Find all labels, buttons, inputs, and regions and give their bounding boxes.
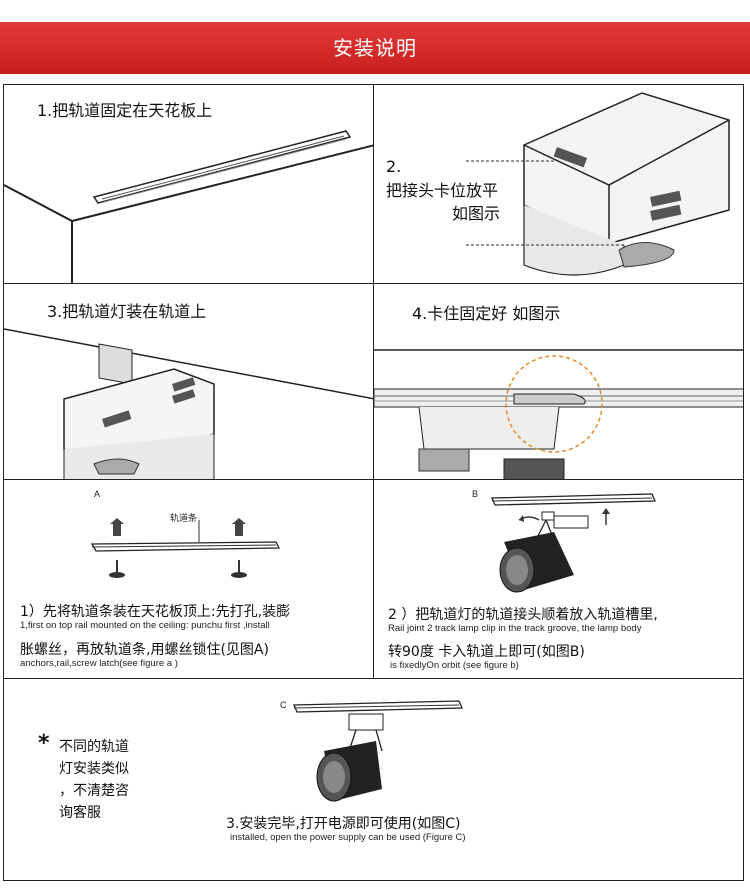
figure-b-cn-line2: 转90度 卡入轨道上即可(如图B) xyxy=(388,644,585,660)
step-3-number: 3. xyxy=(47,302,63,321)
step-2-number: 2. xyxy=(386,157,402,176)
figure-a-illustration xyxy=(90,518,281,578)
figure-a-panel: A 轨道条 1）先将轨道条装在天花板顶上:先打孔,装膨 1,first on t… xyxy=(3,479,374,679)
locked-rail-illustration xyxy=(374,349,743,479)
step-4-text: 卡住固定好 如图示 xyxy=(427,304,561,323)
screw-icon xyxy=(231,518,247,578)
rail-label: 轨道条 xyxy=(170,513,198,523)
ceiling-rail-illustration xyxy=(4,130,373,283)
figure-c-panel: C * 不同的轨道 灯安装类似 ，不清楚咨 询客服 3.安装完毕,打开电源即可使… xyxy=(3,678,744,881)
screw-icon xyxy=(109,518,125,578)
figure-a-en-line2: anchors,rail,screw latch(see figure a ) xyxy=(20,658,178,669)
figure-c-label: C xyxy=(280,700,287,710)
step-2-line1: 把接头卡位放平 xyxy=(386,181,499,200)
step-2-line2: 如图示 xyxy=(452,204,501,223)
figure-a-label: A xyxy=(94,489,101,499)
figure-c-illustration xyxy=(293,700,463,802)
figure-a-cn-line1: 1）先将轨道条装在天花板顶上:先打孔,装膨 xyxy=(20,604,291,620)
step-1-number: 1. xyxy=(37,101,53,120)
note-star-icon: * xyxy=(38,731,50,756)
note-line-3: ，不清楚咨 xyxy=(59,783,129,799)
figure-c-en-line: installed, open the power supply can be … xyxy=(230,832,466,843)
banner-title: 安装说明 xyxy=(0,22,750,74)
step-3-text: 把轨道灯装在轨道上 xyxy=(62,302,207,321)
note-line-4: 询客服 xyxy=(59,805,101,821)
step-4-number: 4. xyxy=(412,304,428,323)
connector-illustration xyxy=(466,92,730,276)
note-line-1: 不同的轨道 xyxy=(59,739,129,755)
figure-a-en-line1: 1,first on top rail mounted on the ceili… xyxy=(20,620,270,631)
step-1-text: 把轨道固定在天花板上 xyxy=(52,101,213,120)
figure-b-illustration xyxy=(491,493,656,593)
figure-b-en-line1: Rail joint 2 track lamp clip in the trac… xyxy=(388,623,642,634)
figure-b-en-line2: is fixedlyOn orbit (see figure b) xyxy=(390,660,519,671)
lamp-on-rail-illustration xyxy=(4,328,373,479)
figure-b-cn-line1: 2 ）把轨道灯的轨道接头顺着放入轨道槽里, xyxy=(388,607,658,623)
figure-b-panel: B 2 ）把轨道灯的轨道接头顺着放入轨道槽里, Rail joint 2 tra… xyxy=(373,479,744,679)
step-4-panel: 4.卡住固定好 如图示 xyxy=(373,283,744,480)
step-2-panel: 2. 把接头卡位放平 如图示 xyxy=(373,84,744,284)
note-line-2: 灯安装类似 xyxy=(59,761,129,777)
figure-c-cn-line: 3.安装完毕,打开电源即可使用(如图C) xyxy=(226,816,461,832)
figure-b-label: B xyxy=(472,489,479,499)
step-1-panel: 1.把轨道固定在天花板上 xyxy=(3,84,374,284)
figure-a-cn-line2: 胀螺丝，再放轨道条,用螺丝锁住(见图A) xyxy=(20,642,269,658)
step-3-panel: 3.把轨道灯装在轨道上 xyxy=(3,283,374,480)
